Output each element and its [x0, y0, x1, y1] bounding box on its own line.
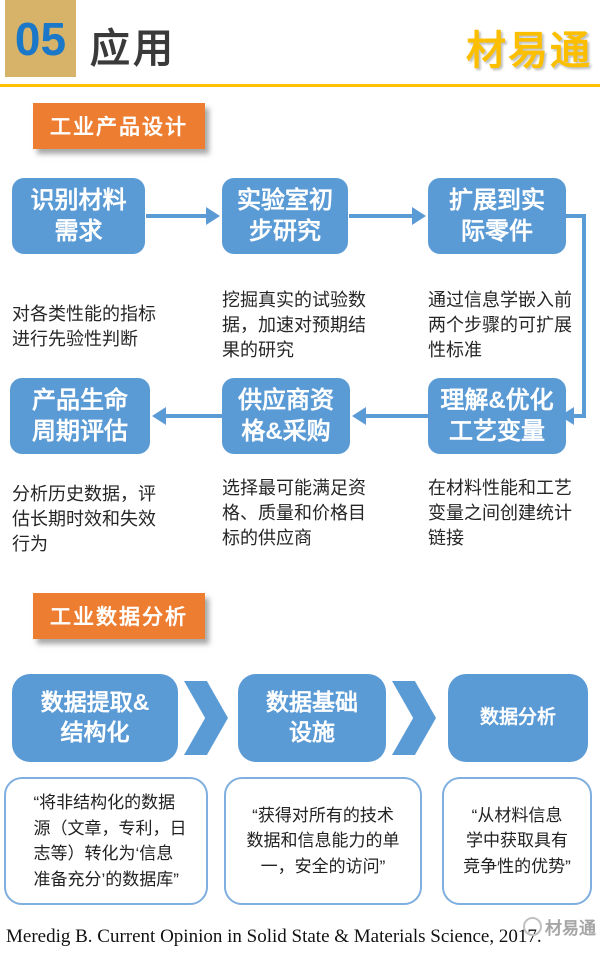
quote-text: “获得对所有的技术 数据和信息能力的单 一，安全的访问”	[246, 805, 400, 876]
arrow-right-icon	[146, 214, 208, 218]
flow-step-label: 实验室初 步研究	[237, 186, 333, 245]
arrow-left-icon	[365, 414, 428, 418]
flow-connector	[574, 414, 586, 418]
watermark-text: 材易通	[545, 919, 596, 938]
quote-text: “将非结构化的数据 源（文章，专利，日 志等）转化为‘信息 准备充分’的数据库”	[33, 793, 187, 889]
quote-box-unstructured-data: “将非结构化的数据 源（文章，专利，日 志等）转化为‘信息 准备充分’的数据库”	[4, 777, 208, 905]
flow-step-extend-to-actual-parts: 扩展到实 际零件	[428, 178, 566, 254]
brand-logo: 材易通	[466, 29, 592, 73]
flow-connector	[564, 214, 586, 218]
page-title: 应用	[90, 27, 176, 71]
flow-step-description: 在材料性能和工艺 变量之间创建统计 链接	[428, 478, 572, 549]
flow-step-label: 供应商资 格&采购	[238, 386, 334, 445]
data-step-data-infrastructure: 数据基础 设施	[238, 674, 386, 762]
watermark-logo-icon	[523, 917, 542, 936]
data-step-data-analysis: 数据分析	[448, 674, 588, 762]
data-step-label: 数据提取& 结构化	[40, 689, 150, 745]
section-number-badge: 05	[5, 0, 76, 77]
badge-industrial-product-design: 工业产品设计	[33, 103, 205, 149]
flow-step-label: 理解&优化 工艺变量	[440, 386, 554, 445]
flow-step-description: 选择最可能满足资 格、质量和价格目 标的供应商	[222, 478, 366, 549]
flow-step-description: 分析历史数据，评 估长期时效和失效 行为	[12, 484, 156, 555]
badge-industrial-data-analysis: 工业数据分析	[33, 593, 205, 639]
flow-step-label: 产品生命 周期评估	[32, 386, 128, 445]
flow-step-description: 对各类性能的指标 进行先验性判断	[12, 304, 156, 350]
arrow-left-icon	[352, 407, 366, 425]
arrow-left-icon	[152, 407, 166, 425]
flow-step-description: 挖掘真实的试验数 据，加速对预期结 果的研究	[222, 290, 366, 361]
quote-box-single-secure-access: “获得对所有的技术 数据和信息能力的单 一，安全的访问”	[224, 777, 422, 905]
flow-step-identify-material-needs: 识别材料 需求	[12, 178, 145, 254]
chevron-right-icon	[184, 681, 228, 755]
arrow-right-icon	[349, 214, 413, 218]
watermark: 材易通	[523, 914, 596, 939]
quote-text: “从材料信息 学中获取具有 竞争性的优势”	[463, 805, 571, 876]
chevron-right-icon	[392, 681, 436, 755]
flow-step-product-lifecycle-assessment: 产品生命 周期评估	[10, 378, 150, 454]
flow-connector	[582, 214, 586, 416]
data-step-extraction-structuring: 数据提取& 结构化	[12, 674, 178, 762]
header-divider	[0, 84, 600, 87]
quote-box-competitive-advantage: “从材料信息 学中获取具有 竞争性的优势”	[442, 777, 592, 905]
arrow-left-icon	[165, 414, 222, 418]
arrow-right-icon	[412, 207, 426, 225]
flow-step-supplier-qualification-procurement: 供应商资 格&采购	[222, 378, 350, 454]
flow-step-label: 扩展到实 际零件	[449, 186, 545, 245]
flow-step-understand-optimize-process-variables: 理解&优化 工艺变量	[428, 378, 566, 454]
arrow-right-icon	[206, 207, 220, 225]
flow-step-label: 识别材料 需求	[30, 186, 127, 245]
flow-step-lab-preliminary-research: 实验室初 步研究	[222, 178, 348, 254]
data-step-label: 数据基础 设施	[266, 689, 358, 745]
data-step-label: 数据分析	[479, 706, 556, 728]
flow-step-description: 通过信息学嵌入前 两个步骤的可扩展 性标准	[428, 290, 572, 361]
citation-text: Meredig B. Current Opinion in Solid Stat…	[6, 926, 542, 947]
